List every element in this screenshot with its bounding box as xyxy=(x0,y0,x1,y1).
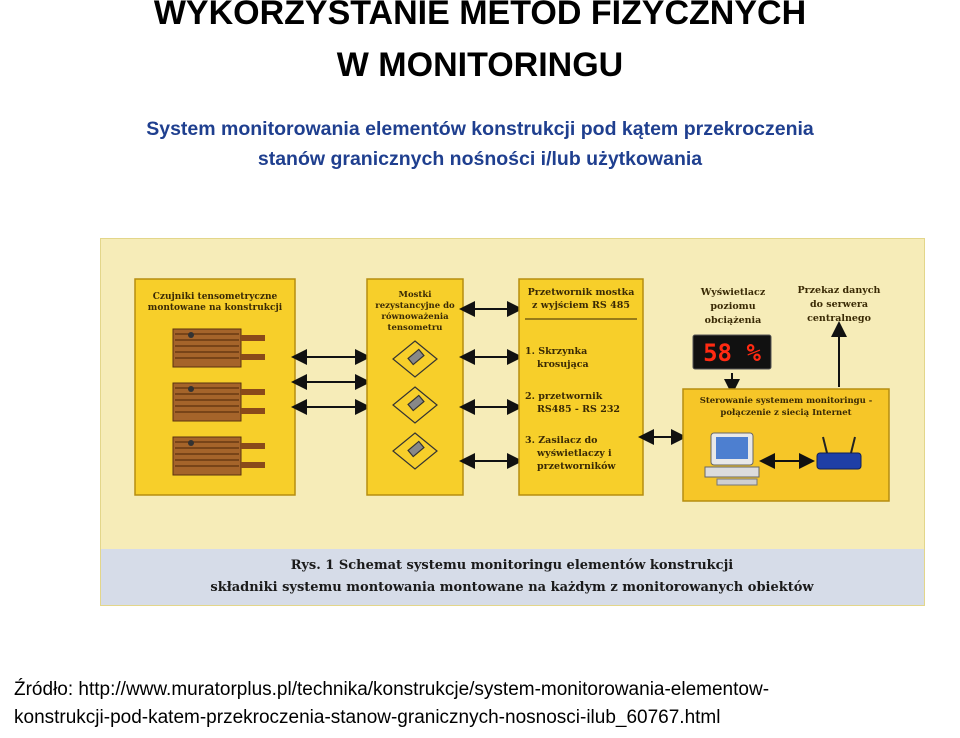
converter-item-2-l1: 2. przetwornik xyxy=(525,391,603,402)
transfer-label-2: do serwera xyxy=(810,299,868,310)
converter-item-3-l2: wyświetlaczy i xyxy=(536,448,612,459)
sensors-box-title-2: montowane na konstrukcji xyxy=(148,303,283,313)
router-icon xyxy=(816,436,862,470)
subtitle: System monitorowania elementów konstrukc… xyxy=(0,114,960,174)
monitoring-schema-figure: Czujniki tensometryczne montowane na kon… xyxy=(100,238,925,606)
source-line-1: Źródło: http://www.muratorplus.pl/techni… xyxy=(14,679,770,700)
bridges-box-title-2: rezystancyjne do xyxy=(375,301,455,311)
subtitle-line-2: stanów granicznych nośności i/lub użytko… xyxy=(257,148,703,170)
load-display xyxy=(692,334,772,370)
control-label-2: połączenie z siecią Internet xyxy=(720,408,851,418)
converter-item-3-l3: przetworników xyxy=(537,461,616,472)
display-label-1: Wyświetlacz xyxy=(700,287,766,298)
converter-item-3-l1: 3. Zasilacz do xyxy=(525,435,598,446)
caption-line-2: składniki systemu montowania montowane n… xyxy=(210,580,814,595)
converter-box xyxy=(518,278,644,496)
caption-band xyxy=(101,549,924,605)
display-label-3: obciążenia xyxy=(705,315,762,326)
subtitle-line-1: System monitorowania elementów konstrukc… xyxy=(146,118,814,140)
strain-gauge-icon-3 xyxy=(172,436,265,476)
bridges-box-title-4: tensometru xyxy=(388,323,443,333)
bridge-icon-1 xyxy=(392,340,438,378)
schema-diagram: Czujniki tensometryczne montowane na kon… xyxy=(101,278,924,605)
converter-item-1-l2: krosująca xyxy=(537,359,589,370)
sensors-box-title-1: Czujniki tensometryczne xyxy=(153,292,278,302)
display-label-2: poziomu xyxy=(710,301,755,312)
bridge-icon-2 xyxy=(392,386,438,424)
converter-box-title-1: Przetwornik mostka xyxy=(528,287,635,298)
source-line-2: konstrukcji-pod-katem-przekroczenia-stan… xyxy=(14,707,721,728)
computer-icon xyxy=(704,432,760,486)
bridge-icon-3 xyxy=(392,432,438,470)
source-note: Źródło: http://www.muratorplus.pl/techni… xyxy=(14,676,954,732)
transfer-label-1: Przekaz danych xyxy=(798,285,881,296)
bridges-box-title-1: Mostki xyxy=(399,290,433,300)
converter-box-title-2: z wyjściem RS 485 xyxy=(532,300,630,311)
strain-gauge-icon-1 xyxy=(172,328,265,368)
load-display-value: 58 % xyxy=(703,339,761,367)
transfer-label-3: centralnego xyxy=(807,313,871,324)
title-line-2: W MONITORINGU xyxy=(336,46,624,84)
converter-item-2-l2: RS485 - RS 232 xyxy=(537,404,620,415)
caption-line-1: Rys. 1 Schemat systemu monitoringu eleme… xyxy=(291,558,734,573)
converter-item-1-l1: 1. Skrzynka xyxy=(525,346,587,357)
strain-gauge-icon-2 xyxy=(172,382,265,422)
bridges-box-title-3: równoważenia xyxy=(381,311,449,322)
control-label-1: Sterowanie systemem monitoringu - xyxy=(700,396,873,406)
title-line-1: WYKORZYSTANIE METOD FIZYCZNYCH xyxy=(153,0,807,32)
